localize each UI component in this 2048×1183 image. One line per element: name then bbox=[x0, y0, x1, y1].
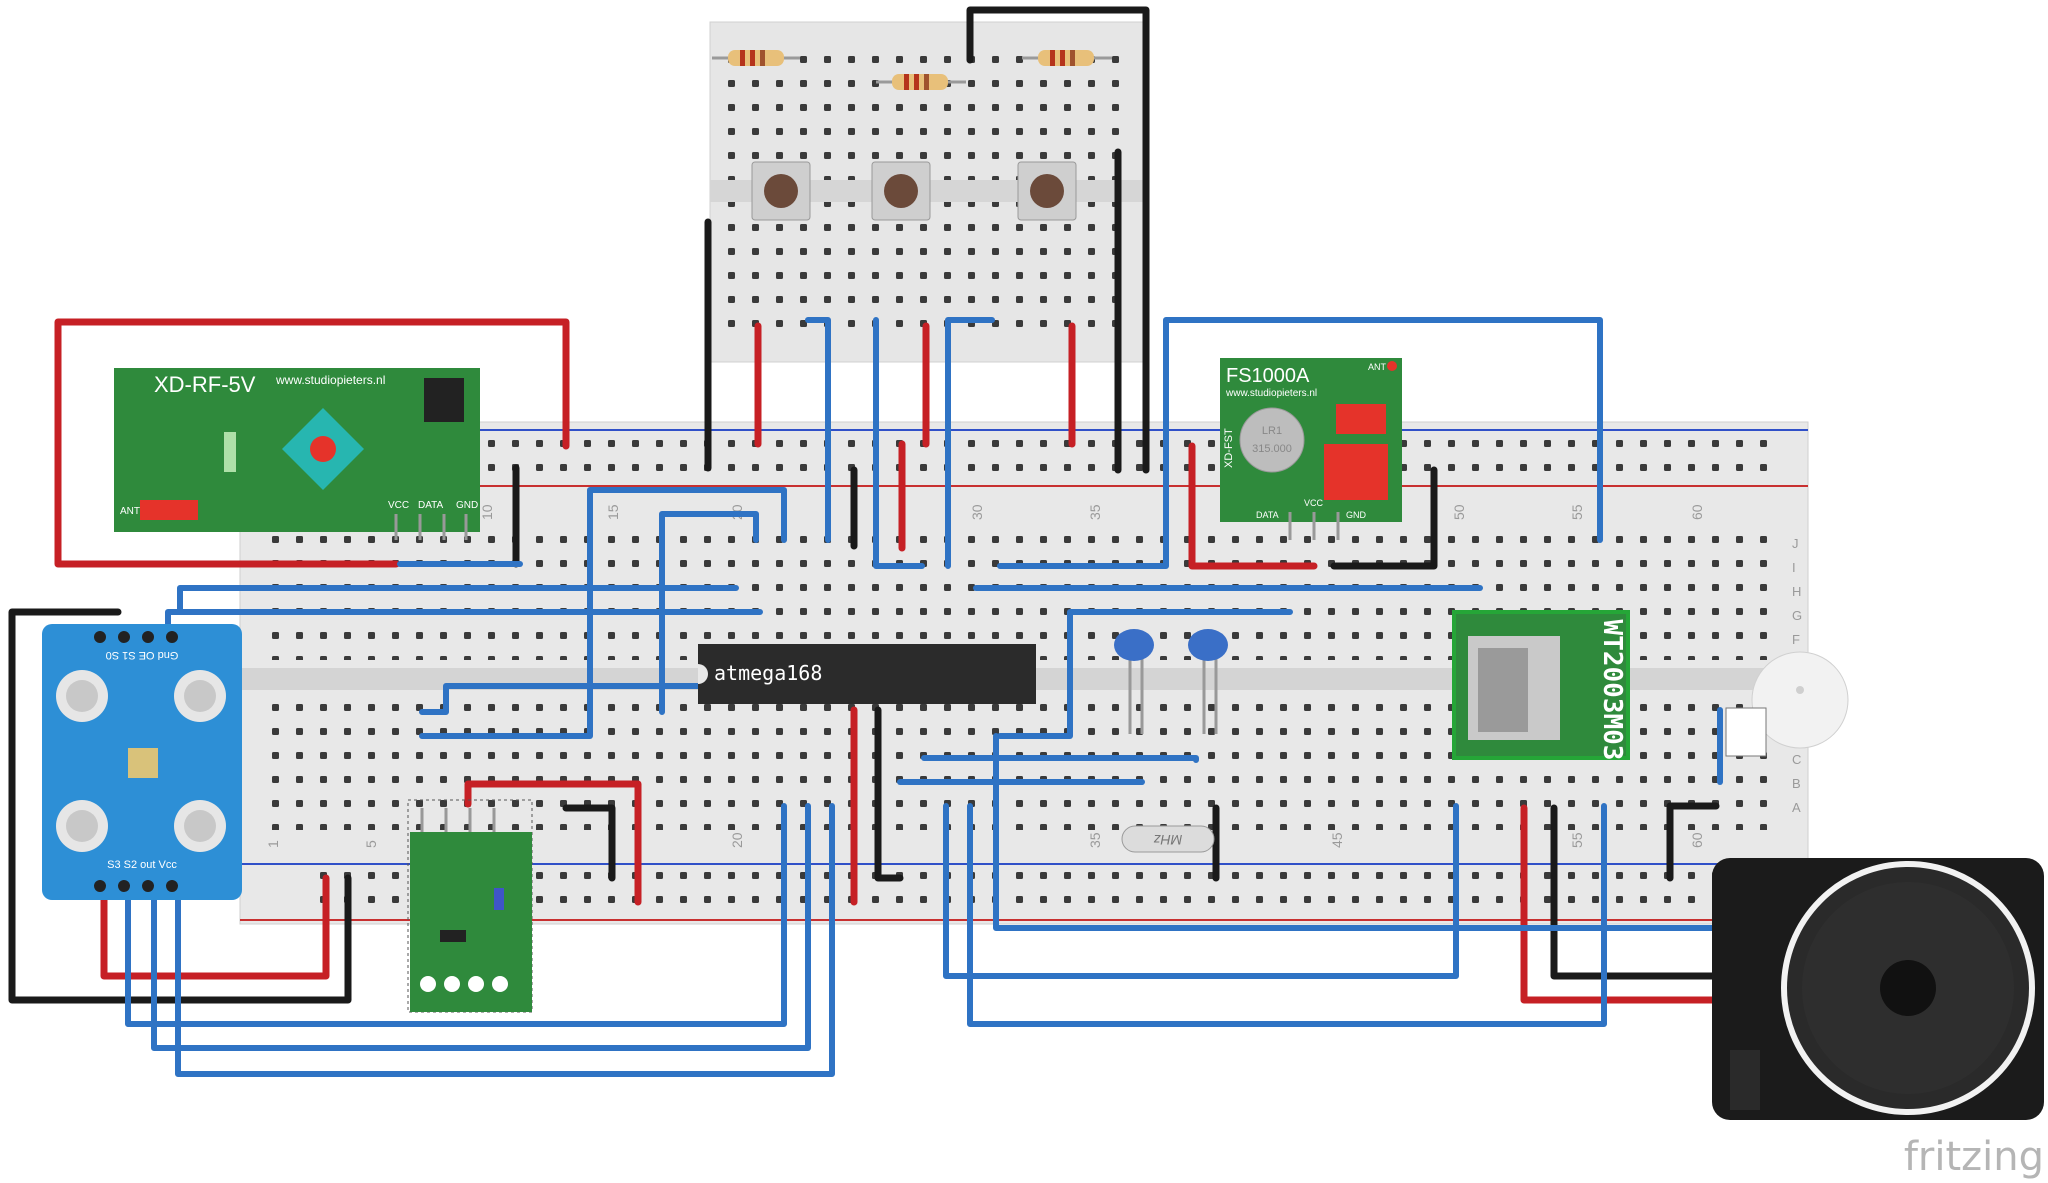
resistors bbox=[712, 50, 1112, 90]
sd-audio-module: WT2003M03 bbox=[1452, 610, 1630, 761]
ceramic-capacitors bbox=[1114, 629, 1228, 734]
col-label-35b: 35 bbox=[1087, 832, 1103, 848]
rf-receiver-title: XD-RF-5V bbox=[154, 372, 256, 397]
atmega168-chip: atmega168 bbox=[698, 644, 1036, 704]
rf-receiver-url: www.studiopieters.nl bbox=[275, 373, 385, 387]
rf-transmitter-side-label: XD-FST bbox=[1223, 428, 1235, 468]
rf-transmitter-pin-data: DATA bbox=[1256, 510, 1279, 520]
col-label-5: 5 bbox=[363, 840, 379, 848]
rf-transmitter-ant: ANT bbox=[1368, 362, 1387, 372]
buzzer bbox=[1725, 651, 1849, 757]
speaker bbox=[1712, 858, 2044, 1120]
push-buttons bbox=[751, 161, 1077, 221]
col-label-30: 30 bbox=[969, 504, 985, 520]
wires bbox=[8, 6, 1723, 1077]
rf-receiver-pin-vcc: VCC bbox=[388, 500, 409, 511]
col-label-1: 1 bbox=[265, 840, 281, 848]
rf-receiver-ant: ANT bbox=[120, 506, 140, 517]
col-label-35: 35 bbox=[1087, 504, 1103, 520]
color-sensor-module: Gnd OE S1 S0 S3 S2 out Vcc bbox=[42, 624, 242, 900]
rf-transmitter-url: www.studiopieters.nl bbox=[1225, 388, 1317, 399]
rf-receiver-pin-data: DATA bbox=[418, 500, 444, 511]
col-label-60: 60 bbox=[1689, 504, 1705, 520]
col-label-60b: 60 bbox=[1689, 832, 1705, 848]
rf-transmitter-crystal-bottom: 315.000 bbox=[1252, 443, 1292, 455]
row-label-F: F bbox=[1792, 632, 1800, 647]
rf-transmitter-pin-gnd: GND bbox=[1346, 510, 1367, 520]
mcu-label: atmega168 bbox=[714, 661, 822, 685]
row-label-J: J bbox=[1792, 536, 1799, 551]
row-label-B: B bbox=[1792, 776, 1801, 791]
color-sensor-bottom-pins: S3 S2 out Vcc bbox=[107, 859, 177, 871]
rf-transmitter-crystal-top: LR1 bbox=[1262, 425, 1282, 437]
crystal-oscillator: MHz bbox=[1121, 825, 1215, 853]
small-pcb-module bbox=[407, 799, 533, 1013]
row-label-G: G bbox=[1792, 608, 1802, 623]
col-label-15: 15 bbox=[605, 504, 621, 520]
sd-module-label: WT2003M03 bbox=[1597, 620, 1627, 761]
row-label-A: A bbox=[1792, 800, 1801, 815]
rf-receiver-module: XD-RF-5V www.studiopieters.nl ANT VCC DA… bbox=[114, 368, 480, 540]
fritzing-logo: fritzing bbox=[1904, 1134, 2044, 1180]
row-label-C: C bbox=[1792, 752, 1801, 767]
col-label-20b: 20 bbox=[729, 832, 745, 848]
crystal-label: MHz bbox=[1154, 832, 1183, 848]
rf-transmitter-module: FS1000A www.studiopieters.nl ANT XD-FST … bbox=[1220, 358, 1402, 540]
col-label-55b: 55 bbox=[1569, 832, 1585, 848]
col-label-45: 45 bbox=[1329, 832, 1345, 848]
col-label-50: 50 bbox=[1451, 504, 1467, 520]
row-label-I: I bbox=[1792, 560, 1796, 575]
row-label-H: H bbox=[1792, 584, 1801, 599]
rf-transmitter-pin-vcc: VCC bbox=[1304, 498, 1324, 508]
rf-receiver-pin-gnd: GND bbox=[456, 500, 478, 511]
rf-transmitter-title: FS1000A bbox=[1226, 365, 1310, 387]
color-sensor-top-pins: Gnd OE S1 S0 bbox=[106, 649, 179, 661]
col-label-55: 55 bbox=[1569, 504, 1585, 520]
col-label-10: 10 bbox=[479, 504, 495, 520]
